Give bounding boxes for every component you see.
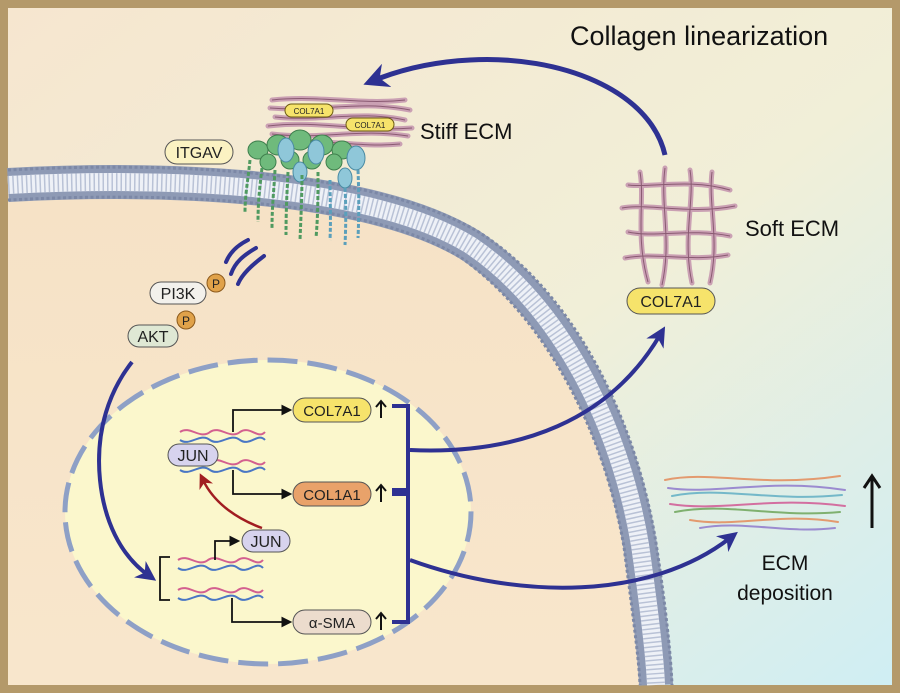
up-arrow-icon (375, 611, 387, 630)
akt-badge (127, 324, 179, 348)
ecm-deposition-label-2: deposition (737, 582, 833, 605)
asma-gene-badge (292, 609, 372, 635)
phospho-label-akt: P (182, 314, 190, 328)
itgav-badge (164, 139, 234, 165)
output-brackets (392, 404, 410, 624)
ecm-deposition-label-1: ECM (762, 552, 809, 575)
up-arrow-icon (862, 473, 882, 528)
stiff-ecm-label: Stiff ECM (420, 119, 513, 144)
gene-connectors-bottom (159, 535, 293, 628)
phospho-circle-icon (176, 310, 196, 330)
jun-top-badge (167, 443, 219, 467)
col1a1-gene-label: COL1A1 (303, 487, 361, 504)
pi3k-label: PI3K (161, 286, 196, 303)
col7a1-gene-badge (292, 397, 372, 423)
gene-connectors-top (232, 404, 293, 500)
up-arrow-icon (375, 399, 387, 418)
col7a1-soft-label: COL7A1 (640, 294, 701, 311)
jun-bottom-label: JUN (250, 534, 281, 551)
stiff-ecm-fibers: COL7A1 COL7A1 (265, 96, 415, 148)
pi3k-badge (149, 281, 207, 305)
col7a1-fiber-label-a: COL7A1 (294, 107, 325, 116)
ecm-deposition-fibers (664, 475, 846, 531)
soft-ecm-mesh (619, 165, 738, 288)
jun-bottom-badge (241, 529, 291, 553)
jun-top-label: JUN (177, 448, 208, 465)
col7a1-gene-label: COL7A1 (303, 403, 361, 420)
phospho-label-pi3k: P (212, 277, 220, 291)
col7a1-fiber-label-b: COL7A1 (355, 121, 386, 130)
itgav-label: ITGAV (176, 145, 223, 162)
col7a1-fiber-tag-b (345, 117, 395, 132)
col7a1-to-soft-ecm-arrow (409, 326, 666, 453)
col7a1-fiber-tag-a (284, 103, 334, 118)
col1a1-gene-badge (292, 481, 372, 507)
signal-wave-icon (224, 238, 266, 286)
title-collagen-linearization: Collagen linearization (570, 21, 828, 51)
up-arrow-icon (375, 483, 387, 502)
nucleus (62, 357, 474, 667)
soft-ecm-label: Soft ECM (745, 216, 839, 241)
asma-gene-label: α-SMA (309, 615, 355, 632)
ecm-deposition-arrow (409, 531, 738, 590)
phospho-circle-icon (206, 273, 226, 293)
col7a1-soft-badge (626, 287, 716, 315)
integrin-cluster (243, 129, 366, 246)
akt-label: AKT (137, 329, 168, 346)
jun-feedback-arrow (199, 473, 263, 530)
cell-membrane (7, 165, 674, 686)
linearization-arrow (363, 57, 668, 156)
akt-to-nucleus-arrow (97, 360, 157, 581)
